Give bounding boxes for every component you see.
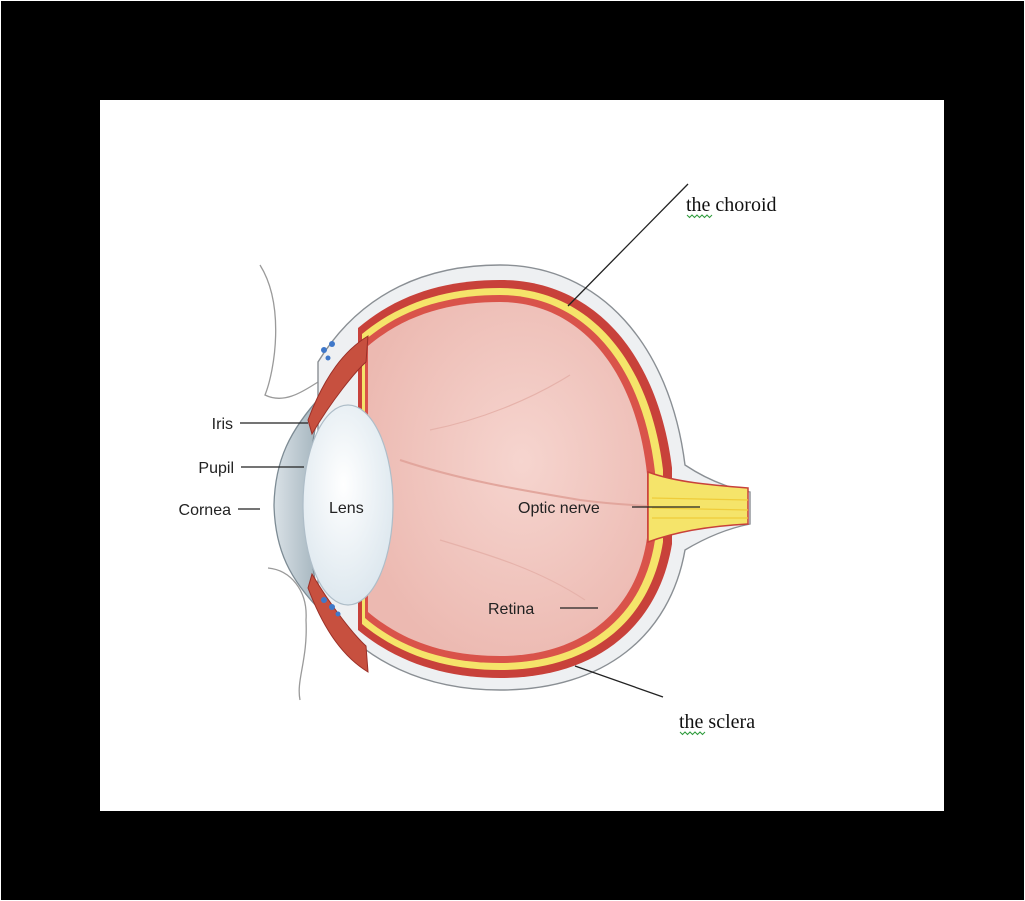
eye-anatomy-diagram: Iris Pupil Cornea Lens Optic nerve Retin… bbox=[100, 100, 944, 811]
sclera-leader-line bbox=[575, 666, 663, 697]
diagram-panel: Iris Pupil Cornea Lens Optic nerve Retin… bbox=[100, 100, 944, 811]
ciliary-dot bbox=[321, 597, 327, 603]
iris-label: Iris bbox=[212, 416, 233, 433]
pupil-label: Pupil bbox=[198, 460, 234, 477]
ciliary-dot bbox=[329, 341, 335, 347]
cornea-label: Cornea bbox=[179, 502, 232, 519]
ciliary-dot bbox=[336, 612, 341, 617]
optic-nerve-label: Optic nerve bbox=[518, 500, 600, 517]
ciliary-dot bbox=[321, 347, 327, 353]
choroid-leader-line bbox=[568, 184, 688, 306]
retina-label: Retina bbox=[488, 601, 534, 618]
ciliary-dot bbox=[329, 604, 335, 610]
sclera-label: the sclera bbox=[679, 711, 755, 733]
ciliary-dot bbox=[326, 356, 331, 361]
upper-eyelid-contour bbox=[260, 265, 318, 398]
choroid-label: the choroid bbox=[686, 194, 777, 216]
lens-label: Lens bbox=[329, 500, 364, 517]
